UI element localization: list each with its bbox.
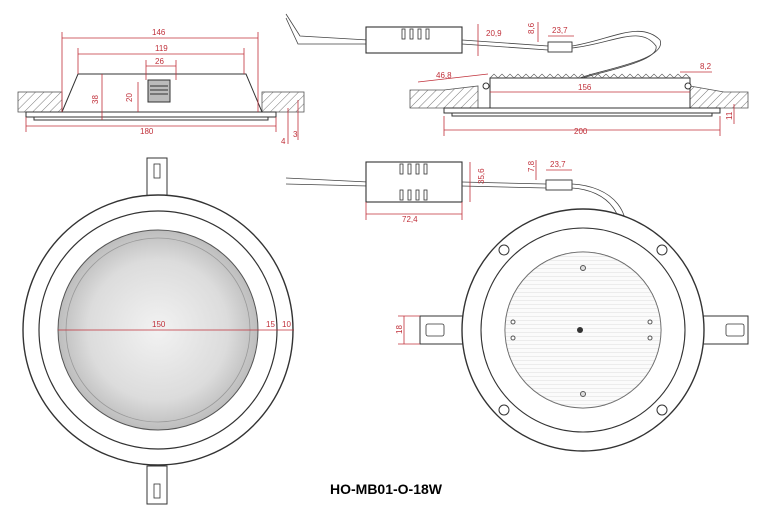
- dim-38: 38: [91, 95, 100, 104]
- dim-3: 3: [293, 130, 298, 139]
- dim-150: 150: [152, 320, 166, 329]
- driver-box-top: [365, 26, 463, 54]
- dim-200: 200: [574, 127, 588, 136]
- dim-20: 20: [125, 93, 134, 102]
- ceiling-left: [17, 91, 63, 113]
- dim-156: 156: [578, 83, 592, 92]
- driver-box-mid: [365, 161, 463, 203]
- dim-35-6: 35,6: [477, 168, 486, 184]
- dim-15: 15: [266, 320, 275, 329]
- dim-4: 4: [281, 137, 286, 146]
- dim-23-7-top: 23,7: [552, 26, 568, 35]
- dim-23-7-mid: 23,7: [550, 160, 566, 169]
- side-section-view-right: 46,8 156 8,2 200 11: [409, 62, 749, 136]
- back-view: 18: [395, 208, 749, 452]
- dim-119: 119: [155, 44, 168, 53]
- dim-20-9: 20,9: [486, 29, 502, 38]
- dim-8-2: 8,2: [700, 62, 712, 71]
- driver-top-view: 20,9 8,6 23,7: [285, 13, 661, 81]
- front-view: 150 15 10: [22, 157, 294, 505]
- dim-180: 180: [140, 127, 154, 136]
- cable-entry: [577, 327, 583, 333]
- ceiling-right: [261, 91, 305, 113]
- dim-11: 11: [725, 111, 734, 120]
- dim-146: 146: [152, 28, 166, 37]
- dim-10: 10: [282, 320, 291, 329]
- dim-8-6: 8,6: [527, 22, 536, 34]
- dim-72-4: 72,4: [402, 215, 418, 224]
- dim-46-8: 46,8: [436, 71, 452, 80]
- connector-block: [147, 79, 171, 103]
- model-label: HO-MB01-O-18W: [330, 481, 443, 497]
- side-section-view: 146 119 26 38 20 180 4 3: [17, 28, 305, 146]
- connector-mid: [545, 179, 573, 191]
- connector-top: [547, 41, 573, 53]
- dim-7-8: 7,8: [527, 160, 536, 172]
- dim-18: 18: [395, 325, 404, 334]
- dim-26: 26: [155, 57, 164, 66]
